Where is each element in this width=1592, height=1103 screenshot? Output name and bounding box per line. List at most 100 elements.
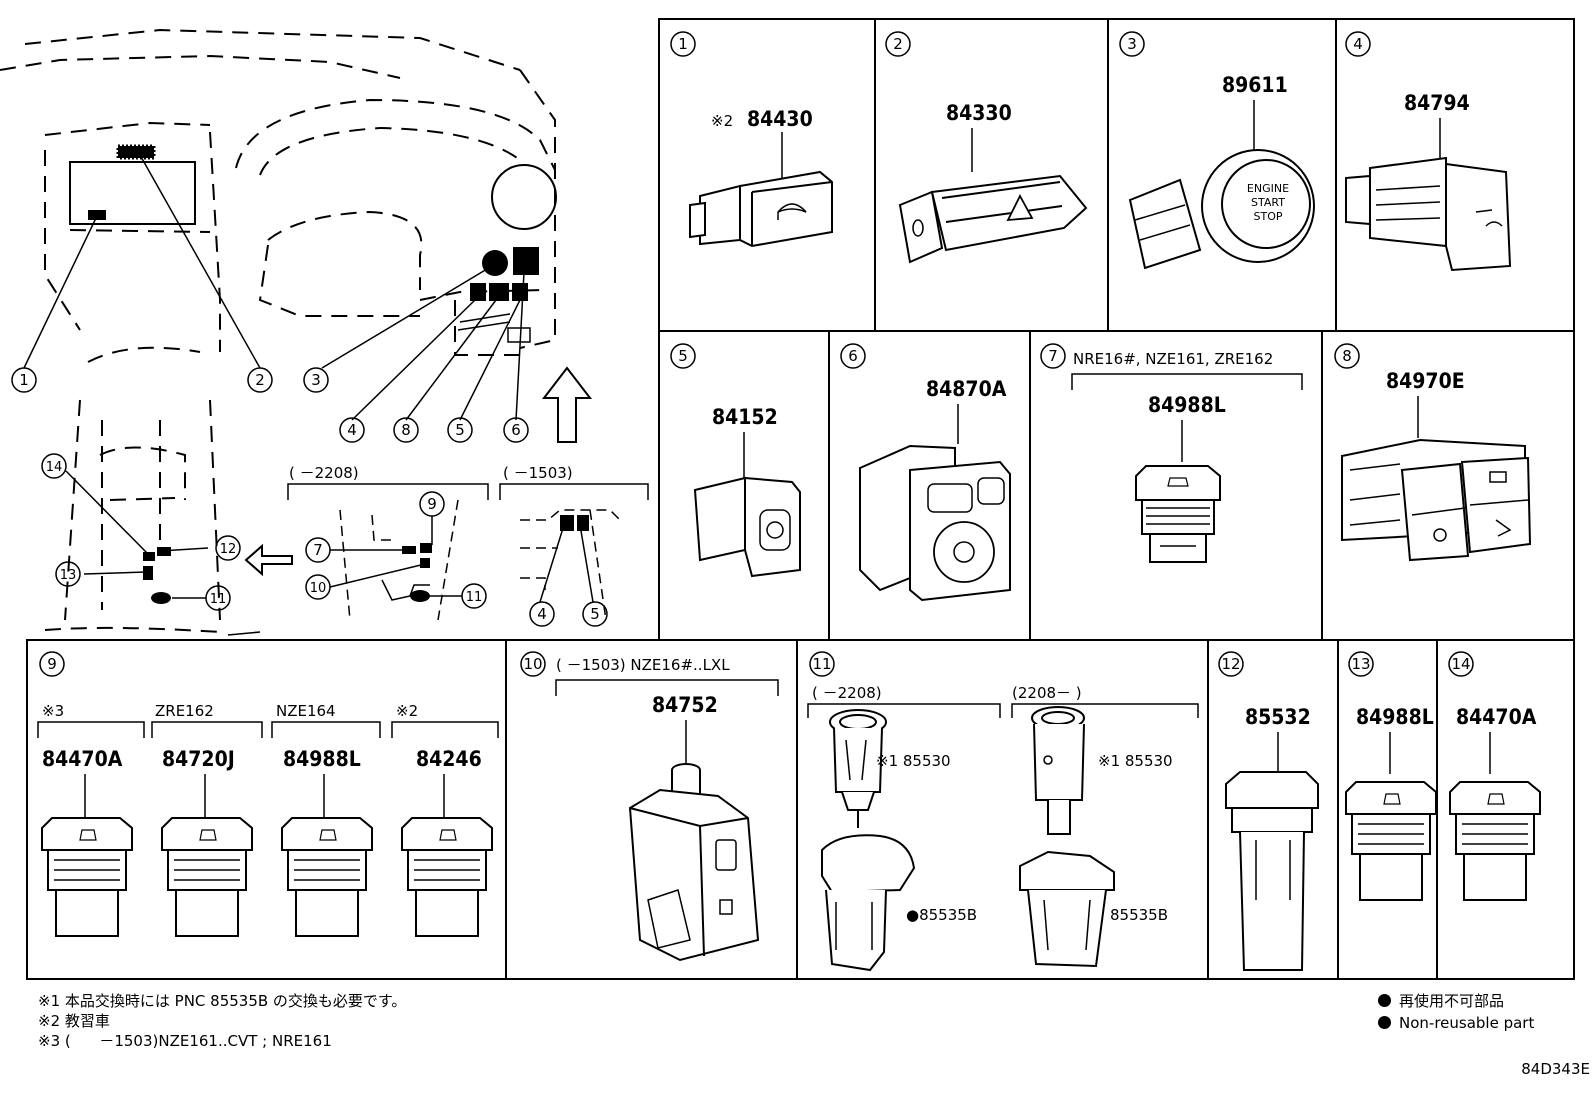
cell-9-variant-4-part: 84246 [416,747,482,771]
illuminated-switch [1225,771,1319,971]
engine-start-button [1128,149,1315,270]
cell-12: 12 85532 [1218,651,1319,971]
cell-3: 3 89611 ENGINE START STOP [1119,31,1315,270]
cell-9: 9 ※3 ZRE162 NZE164 ※2 84470A 84720J 8498… [37,651,499,937]
overview-callouts [11,367,608,627]
cell-11-range-right: (2208－ ) [1012,684,1082,702]
svg-text:3: 3 [1127,35,1137,53]
cell-12-part: 85532 [1245,705,1311,729]
callout-14: 14 [46,460,63,475]
callout-4b: 4 [537,605,547,623]
footnote-1: ※1 本品交換時には PNC 85535B の交換も必要です。 [38,992,407,1010]
double-switch-panel [1341,438,1532,562]
cell-9-variant-3-label: NZE164 [276,702,336,720]
cell-1: 1 ※2 84430 [670,31,833,248]
cell-7-header: NRE16#, NZE161, ZRE162 [1073,350,1273,368]
callout-2: 2 [255,371,265,389]
svg-text:11: 11 [812,655,831,673]
cell-7: 7 NRE16#, NZE161, ZRE162 84988L [1040,343,1303,563]
cell-9-variant-1-part: 84470A [42,747,123,771]
callout-5b: 5 [590,605,600,623]
grid-borders [26,18,1575,980]
svg-text:STOP: STOP [1254,210,1283,223]
cell-11-upper-left: ※1 85530 [876,752,951,770]
hazard-switch [898,174,1088,264]
callout-13: 13 [60,568,77,583]
cell-4: 4 84794 [1345,31,1512,272]
cell-6: 6 84870A [840,343,1011,602]
range-bracket-right [499,483,649,500]
detail-view-center [329,499,462,621]
cell-11: 11 ( －2208) (2208－ ) ※1 85530 ※1 85530 ※… [807,651,1199,972]
cell-13-part: 84988L [1356,705,1434,729]
leader-lines [23,154,525,599]
cell-7-part: 84988L [1148,393,1226,417]
svg-text:START: START [1251,196,1285,209]
svg-text:14: 14 [1451,655,1470,673]
cell-8-part: 84970E [1386,369,1465,393]
non-reusable-dot-icon [1378,1016,1391,1029]
non-reusable-dot-icon [1378,994,1391,1007]
cell-10: 10 ( －1503) NZE16#..LXL 84752 [520,651,779,962]
svg-text:7: 7 [1048,347,1058,365]
cell-9-variant-2-part: 84720J [162,747,235,771]
cell-11-lower-left: ●85535B [906,906,977,924]
legend-jp-text: 再使用不可部品 [1399,992,1505,1010]
defogger-switch [1345,156,1512,272]
socket-cover-left [821,834,916,972]
cell-14-part: 84470A [1456,705,1537,729]
cell-11-lower-right: 85535B [1110,906,1168,924]
svg-text:2: 2 [893,35,903,53]
callout-11: 11 [210,592,227,607]
callout-1: 1 [19,371,29,389]
svg-text:5: 5 [678,347,688,365]
callout-3: 3 [311,371,321,389]
overview-range-right: ( －1503) [503,464,573,482]
cigarette-lighter-socket-left [829,709,887,828]
cell-13: 13 84988L [1345,651,1437,901]
cell-1-part: 84430 [747,107,813,131]
door-courtesy-switch [628,763,760,962]
engine-start-label: ENGINE START STOP [1247,182,1289,223]
detail-view-right [520,509,621,621]
callout-8: 8 [401,421,411,439]
svg-text:10: 10 [523,655,542,673]
cell-11-range-left: ( －2208) [812,684,882,702]
left-arrow [244,543,293,577]
diagram-code: 84D343E [1521,1060,1590,1078]
cell-5-part: 84152 [712,405,778,429]
cell-9-variant-1-label: ※3 [42,702,64,720]
legend-en-text: Non-reusable part [1399,1014,1535,1032]
svg-text:8: 8 [1342,347,1352,365]
horn-switch [689,170,833,248]
cell-10-part: 84752 [652,693,718,717]
callout-7b: 7 [313,541,323,559]
outer-mirror-switch [859,444,1011,602]
callout-9b: 9 [427,495,437,513]
cell-8: 8 84970E [1334,343,1532,562]
cell-9-variant-3-part: 84988L [283,747,361,771]
up-arrow [541,366,593,443]
cell-11-upper-right: ※1 85530 [1098,752,1173,770]
overview-callout-numbers: 1 2 3 4 8 5 6 14 12 13 11 9 7 10 11 4 5 [19,371,600,623]
callout-5: 5 [455,421,465,439]
range-bracket-left [287,483,489,500]
overview-range-left: ( －2208) [289,464,359,482]
cell-9-variant-4-label: ※2 [396,702,418,720]
cigarette-lighter-socket-right [1031,706,1085,835]
cell-10-header: ( －1503) NZE16#..LXL [556,656,730,674]
svg-text:13: 13 [1351,655,1370,673]
svg-text:4: 4 [1353,35,1363,53]
cell-6-part: 84870A [926,377,1007,401]
svg-text:12: 12 [1221,655,1240,673]
cell-3-part: 89611 [1222,73,1288,97]
footnote-3: ※3 ( －1503)NZE161..CVT ; NRE161 [38,1032,332,1050]
footnote-2: ※2 教習車 [38,1012,110,1030]
callout-10b: 10 [310,581,327,596]
cell-2-part: 84330 [946,101,1012,125]
cell-2: 2 84330 [885,31,1088,264]
cell-5: 5 84152 [670,343,801,578]
callout-6: 6 [511,421,521,439]
